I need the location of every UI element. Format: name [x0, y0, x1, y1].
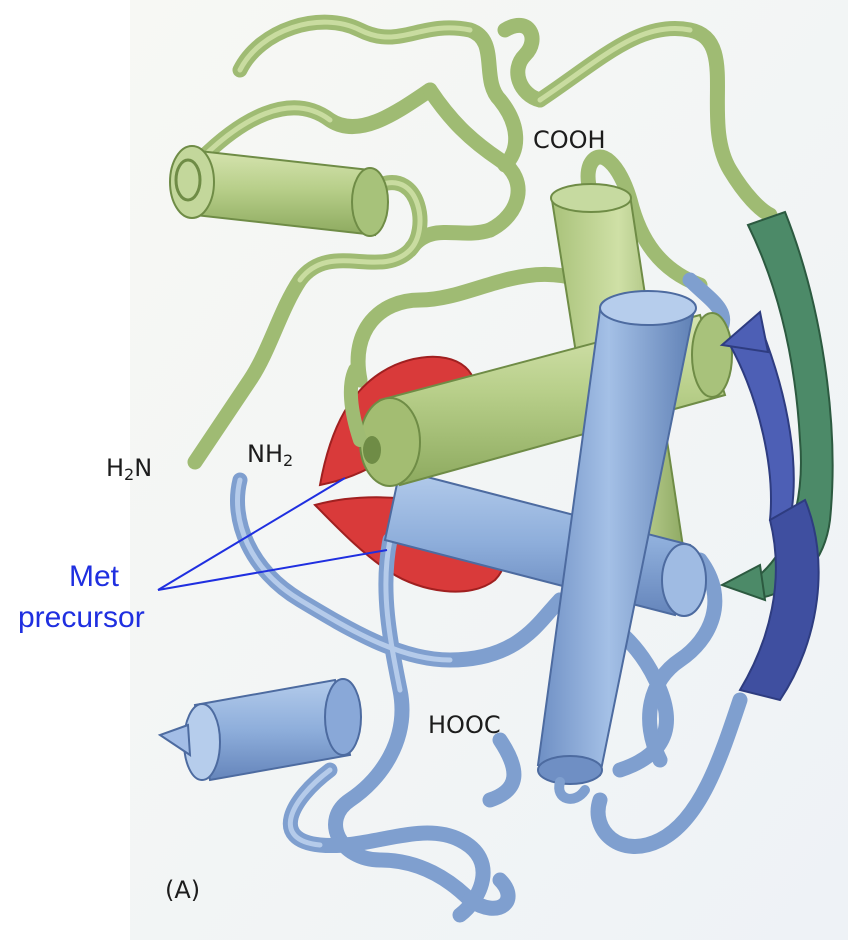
h2n-label-h: H: [106, 454, 124, 482]
hooc-label: HOOC: [428, 713, 501, 737]
annotation-precursor: precursor: [18, 603, 145, 633]
nh2-label-subscript: 2: [283, 451, 293, 470]
h2n-label-n: N: [134, 454, 152, 482]
h2n-label: H2N: [106, 456, 152, 483]
cooh-label: COOH: [533, 128, 606, 152]
h2n-label-subscript: 2: [124, 465, 134, 484]
nh2-label-nh: NH: [247, 440, 283, 468]
nh2-label: NH2: [247, 442, 293, 469]
panel-label: (A): [165, 878, 200, 902]
annotation-met: Met: [69, 562, 119, 592]
